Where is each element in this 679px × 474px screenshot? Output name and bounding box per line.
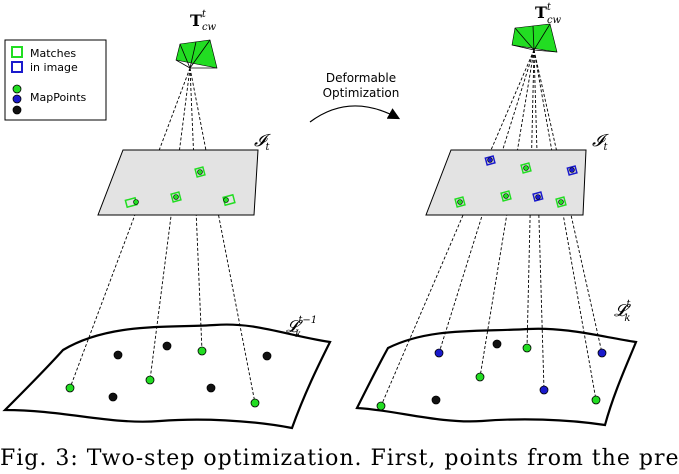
- legend-blue-point-icon: [12, 94, 22, 104]
- optimization-arrow: Deformable Optimization: [309, 71, 401, 123]
- legend-green-point-icon: [12, 84, 22, 94]
- curved-arrow-icon: [309, 105, 401, 123]
- legend: Matches in image MapPoints: [4, 39, 107, 121]
- left-camera-icon: [175, 39, 218, 69]
- diagram: Matches in image MapPoints Deformable Op…: [2, 2, 638, 430]
- right-image-plane-label: 𝓘t: [592, 131, 609, 153]
- legend-mappoints-label: MapPoints: [30, 91, 87, 104]
- legend-black-point-icon: [12, 105, 22, 115]
- right-map-points: [376, 339, 607, 411]
- right-image-plane: [425, 149, 587, 216]
- left-map-surface: [2, 323, 332, 430]
- left-map-points: [65, 341, 272, 408]
- arrow-label-line1: Deformable: [326, 71, 396, 85]
- legend-green-square-icon: [11, 46, 23, 58]
- right-image-matches-blue: [484, 155, 578, 202]
- left-image-points: [133, 169, 229, 205]
- right-camera-icon: [511, 23, 558, 53]
- right-image-matches-green: [454, 162, 567, 208]
- legend-matches-label: Matches: [30, 47, 76, 60]
- left-image-plane-label: 𝓘t: [254, 131, 271, 153]
- right-image-points: [457, 157, 575, 205]
- left-image-plane: [97, 149, 259, 216]
- figure-caption: Fig. 3: Two-step optimization. First, po…: [0, 446, 679, 471]
- right-map-surface: [355, 327, 638, 427]
- arrow-label-line2: Optimization: [323, 86, 400, 100]
- legend-blue-square-icon: [11, 61, 23, 73]
- legend-in-image-label: in image: [30, 61, 78, 74]
